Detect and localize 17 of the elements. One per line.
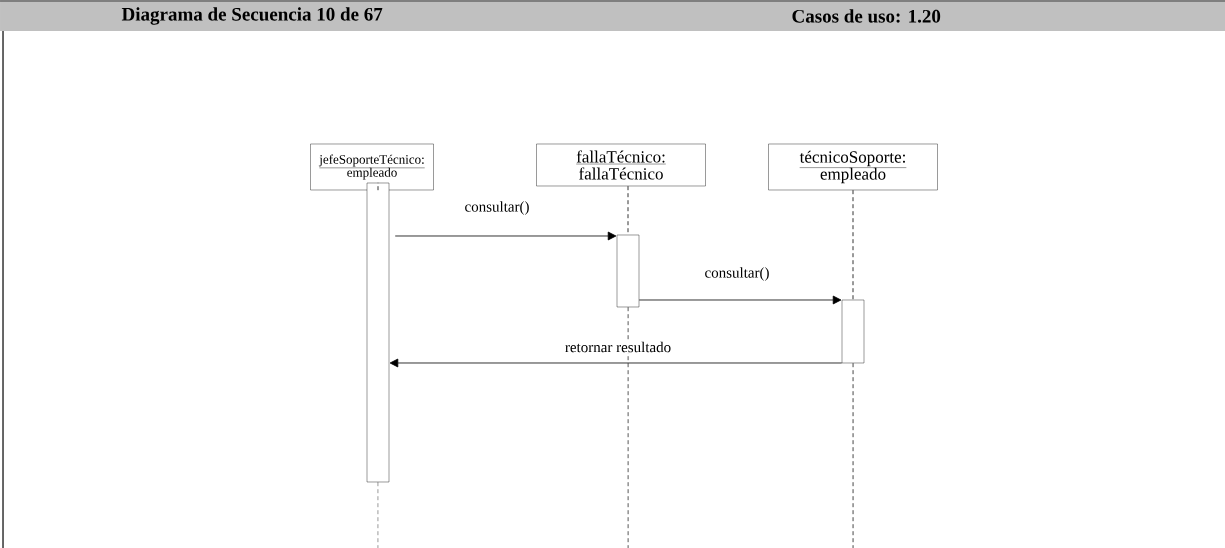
message-arrow: [394, 231, 617, 241]
title: Diagrama de Secuencia 10 de 67: [121, 7, 383, 25]
message-label: consultar(): [463, 200, 531, 216]
lifeline: [852, 362, 854, 548]
message-label: retornar resultado: [563, 340, 673, 354]
message-arrow: [389, 358, 843, 368]
message-arrow: [638, 295, 842, 305]
lifeline: [852, 189, 854, 301]
activation-bar: [366, 182, 390, 483]
object-box: fallaTécnico: fallaTécnico: [536, 143, 706, 187]
activation-bar: [616, 234, 640, 308]
object-box: jefeSoporteTécnico: empleado: [310, 143, 434, 191]
use-case-label: Casos de uso: 1.20: [792, 9, 941, 23]
activation-bar: [841, 299, 865, 364]
message-label: consultar(): [703, 266, 771, 282]
lifeline: [627, 306, 629, 548]
object-box: técnicoSoporte: empleado: [768, 143, 938, 191]
